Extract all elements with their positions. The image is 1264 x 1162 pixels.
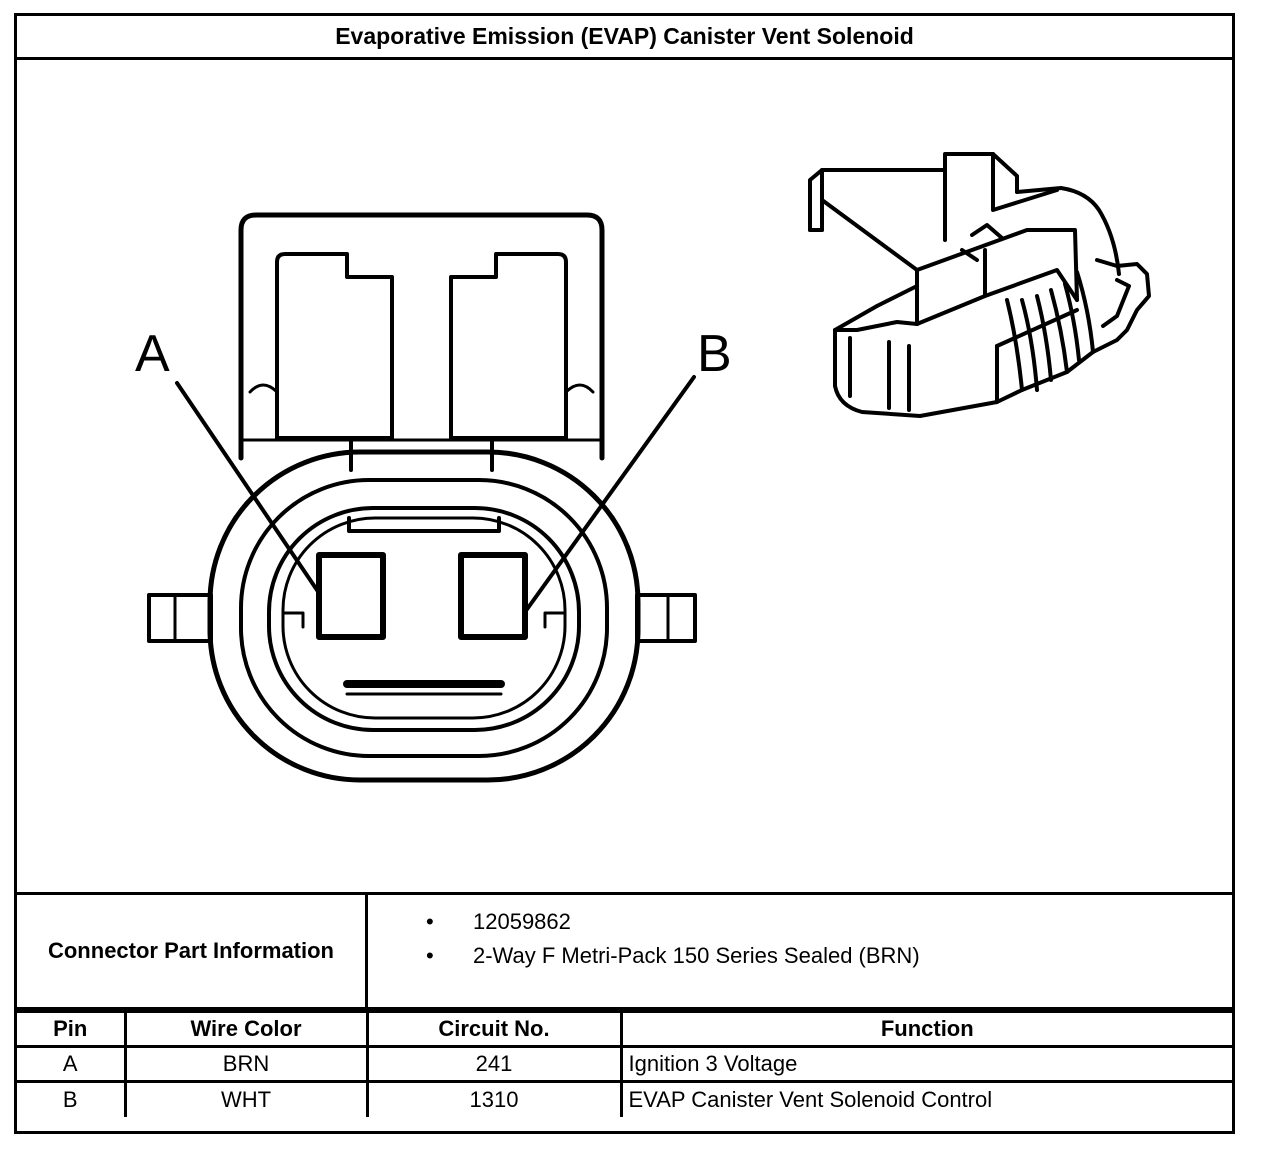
circuit-cell: 241	[365, 1045, 623, 1083]
table-row: B WHT 1310 EVAP Canister Vent Solenoid C…	[17, 1080, 1232, 1117]
connector-part-information: Connector Part Information • 12059862 • …	[17, 892, 1232, 1010]
pin-cell: B	[17, 1080, 127, 1117]
wire-color-cell: WHT	[123, 1080, 369, 1117]
pin-table: Pin Wire Color Circuit No. Function A BR…	[17, 1010, 1232, 1117]
pin-cell: A	[17, 1045, 127, 1083]
header-pin: Pin	[17, 1010, 127, 1047]
part-number: 12059862	[473, 909, 571, 934]
connector-sheet: Evaporative Emission (EVAP) Canister Ven…	[14, 13, 1235, 1134]
function-cell: Ignition 3 Voltage	[619, 1045, 1232, 1083]
connector-description: 2-Way F Metri-Pack 150 Series Sealed (BR…	[473, 943, 920, 968]
connector-isometric-icon	[808, 152, 1151, 418]
connector-info-label: Connector Part Information	[17, 895, 368, 1007]
function-cell: EVAP Canister Vent Solenoid Control	[619, 1080, 1232, 1117]
header-wire-color: Wire Color	[123, 1010, 369, 1047]
circuit-cell: 1310	[365, 1080, 623, 1117]
connector-diagram: A B	[135, 152, 1151, 783]
table-header-row: Pin Wire Color Circuit No. Function	[17, 1010, 1232, 1047]
connector-face-icon	[147, 212, 697, 783]
list-item: • 2-Way F Metri-Pack 150 Series Sealed (…	[368, 941, 1232, 975]
page-title: Evaporative Emission (EVAP) Canister Ven…	[17, 16, 1232, 60]
wire-color-cell: BRN	[123, 1045, 369, 1083]
bullet-icon: •	[426, 909, 434, 934]
connector-drawing: A B	[17, 60, 1232, 892]
connector-info-list: • 12059862 • 2-Way F Metri-Pack 150 Seri…	[368, 895, 1232, 1007]
table-row: A BRN 241 Ignition 3 Voltage	[17, 1045, 1232, 1083]
bullet-icon: •	[426, 943, 434, 968]
header-circuit-no: Circuit No.	[365, 1010, 623, 1047]
header-function: Function	[619, 1010, 1232, 1047]
pin-label-b: B	[697, 325, 732, 383]
list-item: • 12059862	[368, 907, 1232, 941]
pin-label-a: A	[135, 325, 170, 383]
